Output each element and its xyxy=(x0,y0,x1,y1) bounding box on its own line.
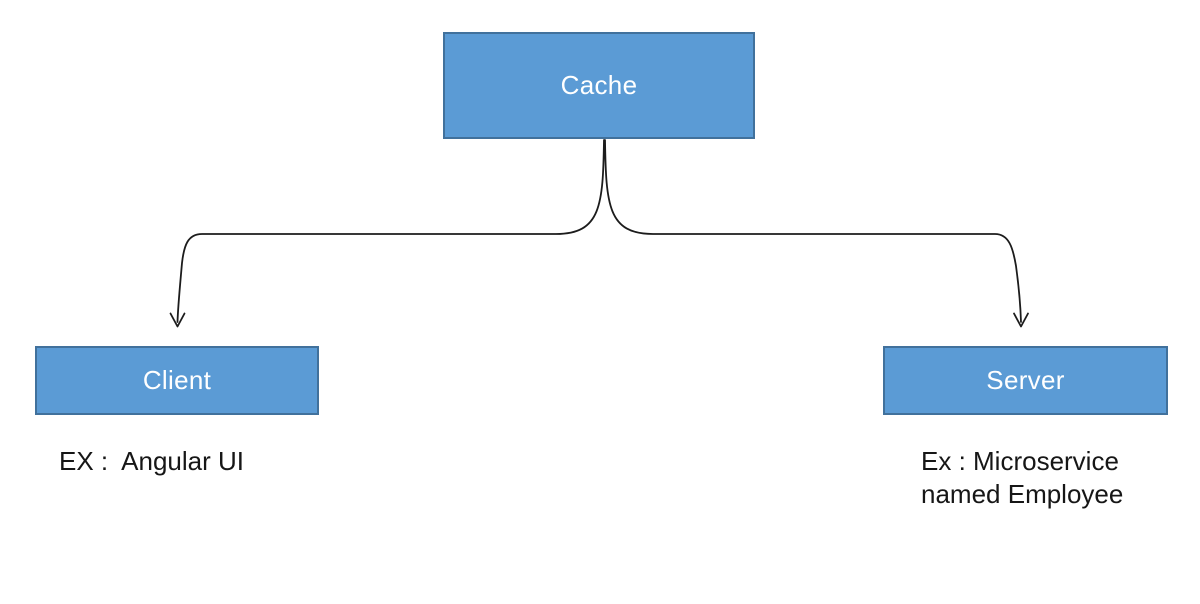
arrow-down-icon xyxy=(1013,312,1029,328)
client-example-label: EX : Angular UI xyxy=(59,446,244,476)
node-cache-label: Cache xyxy=(560,70,638,100)
server-example-label: Ex : Microservice named Employee xyxy=(921,446,1124,509)
node-client-label: Client xyxy=(142,365,212,395)
node-server-label: Server xyxy=(986,365,1065,395)
edge-cache-server xyxy=(604,139,1029,328)
node-cache: Cache xyxy=(443,32,755,139)
edge-cache-server-line xyxy=(604,139,1022,323)
node-client: Client xyxy=(35,346,319,415)
edge-cache-client-line xyxy=(176,139,605,323)
edge-cache-client xyxy=(169,139,605,328)
node-server: Server xyxy=(883,346,1168,415)
arrow-down-icon xyxy=(169,312,186,328)
